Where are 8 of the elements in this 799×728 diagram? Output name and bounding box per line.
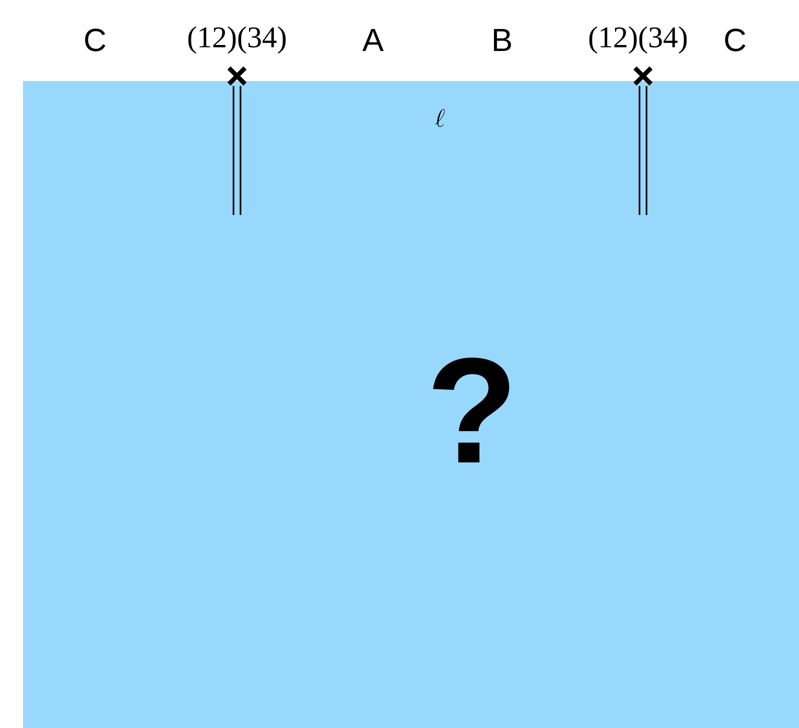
region-label: C [85,28,106,52]
loop-label: $\ell$ [435,109,445,127]
permutation-label: (12)(34) [188,26,286,54]
permutation-label: (12)(34) [589,26,687,54]
region-label: A [362,29,384,51]
question-mark: ? [433,358,510,462]
region-label: B [494,29,511,51]
region-label: C [725,28,746,52]
